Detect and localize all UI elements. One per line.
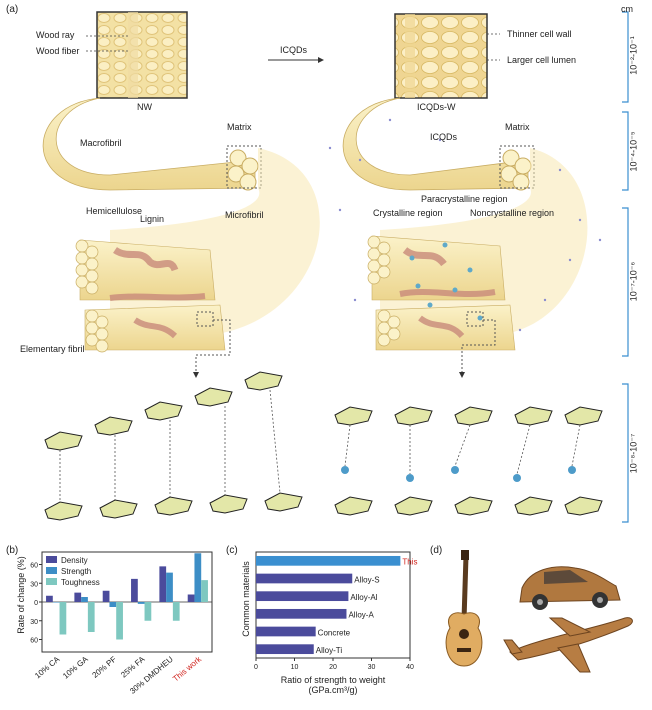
y-tick-label: -60 [30,638,38,645]
x-tick-label: 20% PF [91,655,119,680]
bar-strength [137,602,145,604]
bar-label: Alloy-Ti [316,646,343,655]
bar-density [187,594,195,602]
legend-label: Toughness [61,578,100,587]
legend-swatch [46,578,57,585]
nw-wood-block [96,11,188,99]
icqds-arrow-label: ICQDs [280,45,307,55]
x-tick-label: 30 [368,664,376,670]
lignin-label: Lignin [140,214,165,224]
structure-illustration [42,11,629,523]
scale-label-1: 10⁻²-10⁻¹ [628,36,639,75]
bar-density [46,595,53,602]
bar [256,573,353,584]
bar-toughness [144,602,152,621]
y-tick-label: 0 [34,600,38,607]
noncrystalline-label: Noncrystalline region [470,208,555,218]
strength-weight-chart: 0 10 20 30 40 This workAlloy-S Alloy-AlAlloy-A… [254,551,418,670]
bar-toughness [87,602,95,632]
bar-label: Alloy-S [354,575,379,584]
bar-density [159,566,167,602]
x-tick-label: 20 [329,664,337,670]
thinner-cell-wall-label: Thinner cell wall [507,29,572,39]
nw-caption: NW [137,102,152,112]
x-tick-label: 10 [291,664,299,670]
bar [256,555,401,566]
legend-swatch [46,567,57,574]
bar-strength [166,572,173,602]
guitar-icon [445,550,483,667]
legend-label: Strength [61,567,91,576]
y-tick-label: 30 [30,581,38,588]
bar-label: Concrete [318,628,351,637]
paracrystalline-label: Paracrystalline region [421,194,508,204]
bar-strength [109,602,117,607]
bar [256,626,316,637]
bar [256,644,314,655]
bar-strength [52,602,60,603]
airplane-icon [503,617,633,673]
scale-label-2: 10⁻⁴-10⁻⁵ [628,131,639,172]
icqds-label: ICQDs [430,132,457,142]
scale-label-3: 10⁻⁷-10⁻⁶ [628,261,639,302]
y-tick-label: 60 [30,563,38,570]
scale-label-4: 10⁻⁸-10⁻⁷ [628,433,639,474]
bar-label: Alloy-Al [350,593,377,602]
elementary-fibril-label: Elementary fibril [20,344,85,354]
icqds-w-caption: ICQDs-W [417,102,456,112]
crystalline-label: Crystalline region [373,208,443,218]
bar-label: Alloy-A [348,611,374,620]
bar [256,591,349,602]
bar-density [74,592,82,602]
x-tick-label: 10% GA [61,654,90,680]
bar-strength [194,553,202,602]
bar-toughness [172,602,180,621]
x-tick-label: This work [171,654,204,684]
x-tick-label: 10% CA [33,654,62,680]
y-tick-label: -30 [30,619,38,626]
bar-density [102,590,110,602]
wood-fiber-label: Wood fiber [36,46,80,56]
scale-unit: cm [621,4,633,14]
car-icon [519,566,621,610]
x-tick-label: 0 [254,664,258,670]
microfibril-label: Microfibril [225,210,264,220]
bar-density [131,578,138,602]
hemicellulose-label: Hemicellulose [86,206,143,216]
plot-frame [255,551,411,659]
panel-d-letter: (d) [430,545,443,556]
panel-a-letter: (a) [6,4,19,15]
bar-toughness [201,580,208,602]
panel-c-letter: (c) [226,545,238,556]
matrix-label-left: Matrix [227,122,252,132]
bar [256,608,347,619]
x-tick-label: 40 [406,664,414,670]
larger-cell-lumen-label: Larger cell lumen [507,55,577,65]
legend-label: Density [61,556,88,565]
legend-swatch [46,556,57,563]
matrix-label-right: Matrix [505,122,530,132]
bar-toughness [116,602,123,640]
bar-label: This work [402,558,418,567]
panel-b-ylabel: Rate of change (%) [15,556,26,634]
panel-c-xlabel: Ratio of strength to weight (GPa.cm³/g) [280,675,386,695]
bar-strength [81,597,88,602]
applications-illustration [445,550,633,673]
macrofibril-label: Macrofibril [80,138,122,148]
panel-b-letter: (b) [6,545,19,556]
bar-toughness [59,602,67,635]
wood-ray-label: Wood ray [36,30,75,40]
